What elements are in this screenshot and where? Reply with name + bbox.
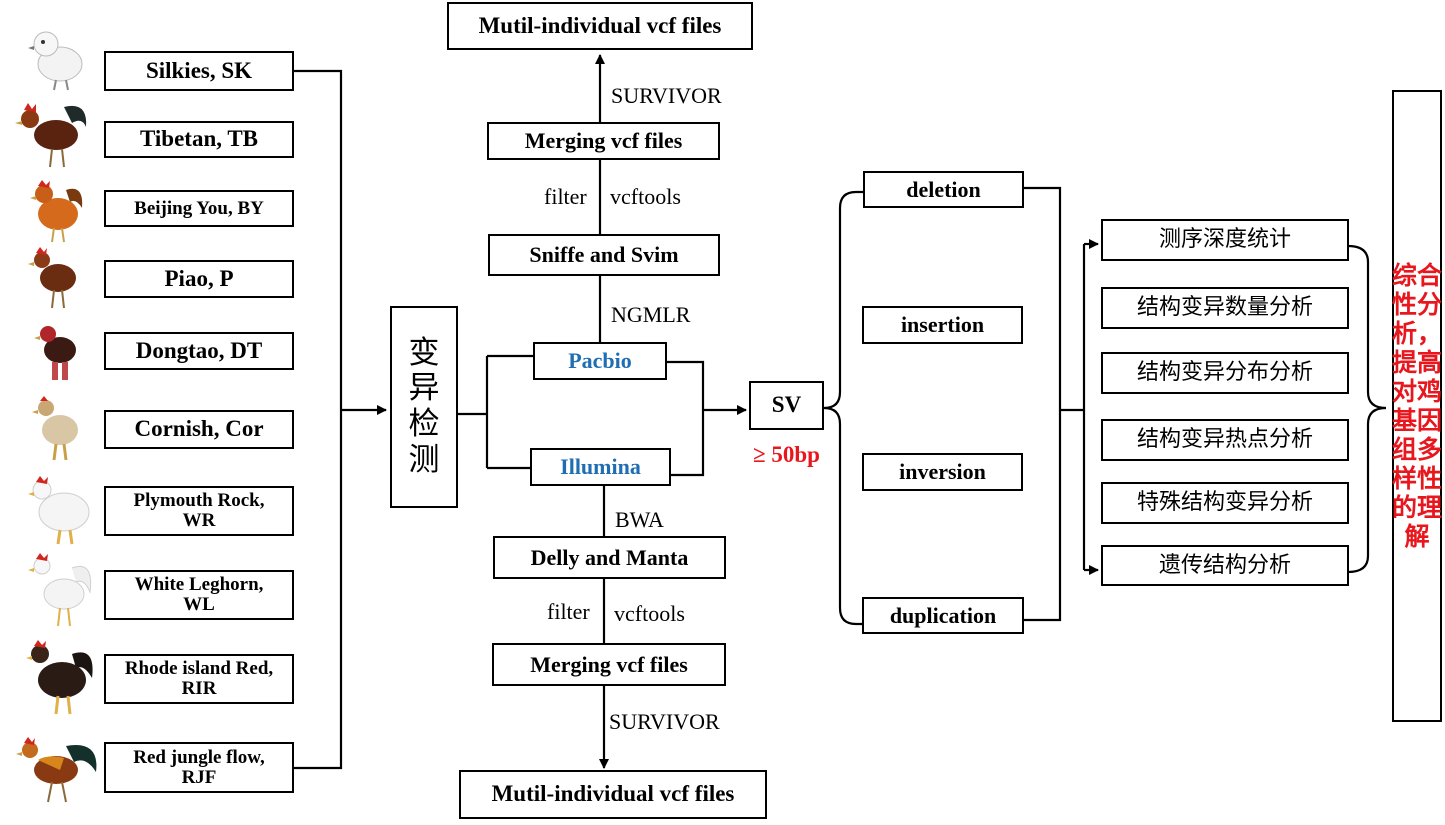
top-merge-tool-label: SURVIVOR — [611, 83, 722, 108]
chicken-icon-silkie — [28, 31, 83, 91]
analysis-sequencing-depth: 测序深度统计 — [1101, 219, 1349, 261]
analysis-special-sv: 特殊结构变异分析 — [1101, 482, 1349, 524]
breed-cornish: Cornish, Cor — [104, 410, 294, 449]
analysis-label: 结构变异热点分析 — [1136, 427, 1313, 453]
analysis-sv-count: 结构变异数量分析 — [1101, 287, 1349, 329]
variant-detection-label: 变异检测 — [408, 334, 440, 478]
breed-label: White Leghorn, WL — [134, 574, 264, 615]
breed-label: Plymouth Rock, WR — [133, 490, 265, 531]
chicken-icon-cornish — [32, 396, 78, 461]
illumina-label: Illumina — [560, 454, 641, 480]
chicken-icon-beijing-you — [30, 180, 83, 243]
breed-silkies: Silkies, SK — [104, 51, 294, 91]
bottom-vcftools-label: vcftools — [614, 601, 685, 626]
analysis-label: 结构变异分布分析 — [1136, 360, 1313, 386]
bottom-aligner-label: BWA — [615, 507, 664, 532]
sv-type-inversion: inversion — [862, 453, 1023, 491]
chicken-icon-dongtao — [34, 326, 76, 380]
chicken-icon-rhode-island-red — [26, 640, 93, 715]
illumina-box: Illumina — [530, 448, 671, 486]
breed-label: Silkies, SK — [145, 57, 253, 83]
analysis-sv-distribution: 结构变异分布分析 — [1101, 352, 1349, 394]
breed-rhode-island-red: Rhode island Red, RIR — [104, 654, 294, 704]
sv-box: SV — [749, 381, 824, 430]
bottom-callers-box: Delly and Manta — [493, 536, 726, 579]
bottom-callers-label: Delly and Manta — [530, 544, 689, 570]
analysis-sv-hotspot: 结构变异热点分析 — [1101, 419, 1349, 461]
chicken-icon-white-leghorn — [28, 553, 92, 627]
top-output-box: Mutil-individual vcf files — [447, 2, 753, 50]
sv-threshold-label: ≥ 50bp — [753, 442, 820, 467]
sv-type-label: inversion — [899, 459, 986, 485]
pacbio-label: Pacbio — [568, 348, 632, 374]
chicken-icon-red-junglefowl — [16, 737, 97, 803]
sv-type-insertion: insertion — [862, 306, 1023, 344]
sv-type-label: deletion — [906, 176, 981, 202]
sv-type-deletion: deletion — [863, 171, 1024, 208]
analysis-label: 测序深度统计 — [1158, 227, 1291, 253]
analysis-label: 遗传结构分析 — [1158, 552, 1291, 578]
bottom-output-label: Mutil-individual vcf files — [491, 781, 735, 807]
top-callers-label: Sniffe and Svim — [529, 242, 679, 268]
bottom-output-box: Mutil-individual vcf files — [459, 770, 767, 819]
breed-bracket — [294, 69, 343, 770]
bottom-merging-label: Merging vcf files — [530, 651, 688, 677]
top-filter-label: filter — [544, 184, 587, 209]
bottom-merging-box: Merging vcf files — [492, 643, 726, 686]
conclusion-box: 综合性分析，提高对鸡基因组多样性的理解 — [1392, 90, 1442, 722]
breed-dongtao: Dongtao, DT — [104, 332, 294, 370]
top-aligner-label: NGMLR — [611, 302, 691, 327]
top-callers-box: Sniffe and Svim — [488, 234, 720, 276]
conclusion-label: 综合性分析，提高对鸡基因组多样性的理解 — [1392, 261, 1443, 551]
breed-tibetan: Tibetan, TB — [104, 121, 294, 158]
breed-label: Tibetan, TB — [139, 126, 259, 152]
sv-brace — [823, 190, 864, 626]
breed-label: Beijing You, BY — [134, 197, 264, 219]
analysis-label: 特殊结构变异分析 — [1136, 490, 1313, 516]
breed-beijing-you: Beijing You, BY — [104, 190, 294, 227]
sv-type-label: insertion — [900, 312, 985, 338]
breed-label: Rhode island Red, RIR — [124, 658, 274, 699]
breed-white-leghorn: White Leghorn, WL — [104, 570, 294, 620]
breed-label: Dongtao, DT — [135, 337, 263, 363]
chicken-icon-piao — [28, 247, 76, 309]
breed-label: Cornish, Cor — [134, 416, 264, 442]
variant-detection-box: 变异检测 — [390, 306, 458, 508]
bottom-merge-tool-label: SURVIVOR — [609, 709, 720, 734]
chicken-icon-tibetan — [15, 103, 87, 168]
sv-label: SV — [771, 392, 802, 418]
top-vcftools-label: vcftools — [610, 184, 681, 209]
analysis-label: 结构变异数量分析 — [1136, 295, 1313, 321]
breed-red-jungle-fowl: Red jungle flow, RJF — [104, 742, 294, 793]
sv-type-label: duplication — [889, 602, 997, 628]
analysis-genetic-structure: 遗传结构分析 — [1101, 545, 1349, 586]
top-merging-label: Merging vcf files — [524, 128, 683, 154]
breed-piao: Piao, P — [104, 260, 294, 298]
breed-label: Piao, P — [164, 265, 234, 291]
top-merging-box: Merging vcf files — [487, 122, 720, 160]
breed-plymouth-rock: Plymouth Rock, WR — [104, 486, 294, 536]
top-output-label: Mutil-individual vcf files — [478, 12, 722, 38]
chicken-icon-plymouth-rock — [28, 476, 90, 545]
pacbio-box: Pacbio — [533, 342, 667, 380]
breed-label: Red jungle flow, RJF — [133, 746, 265, 788]
analysis-brace — [1347, 244, 1387, 574]
bottom-filter-label: filter — [547, 599, 590, 624]
sv-type-duplication: duplication — [862, 597, 1024, 634]
